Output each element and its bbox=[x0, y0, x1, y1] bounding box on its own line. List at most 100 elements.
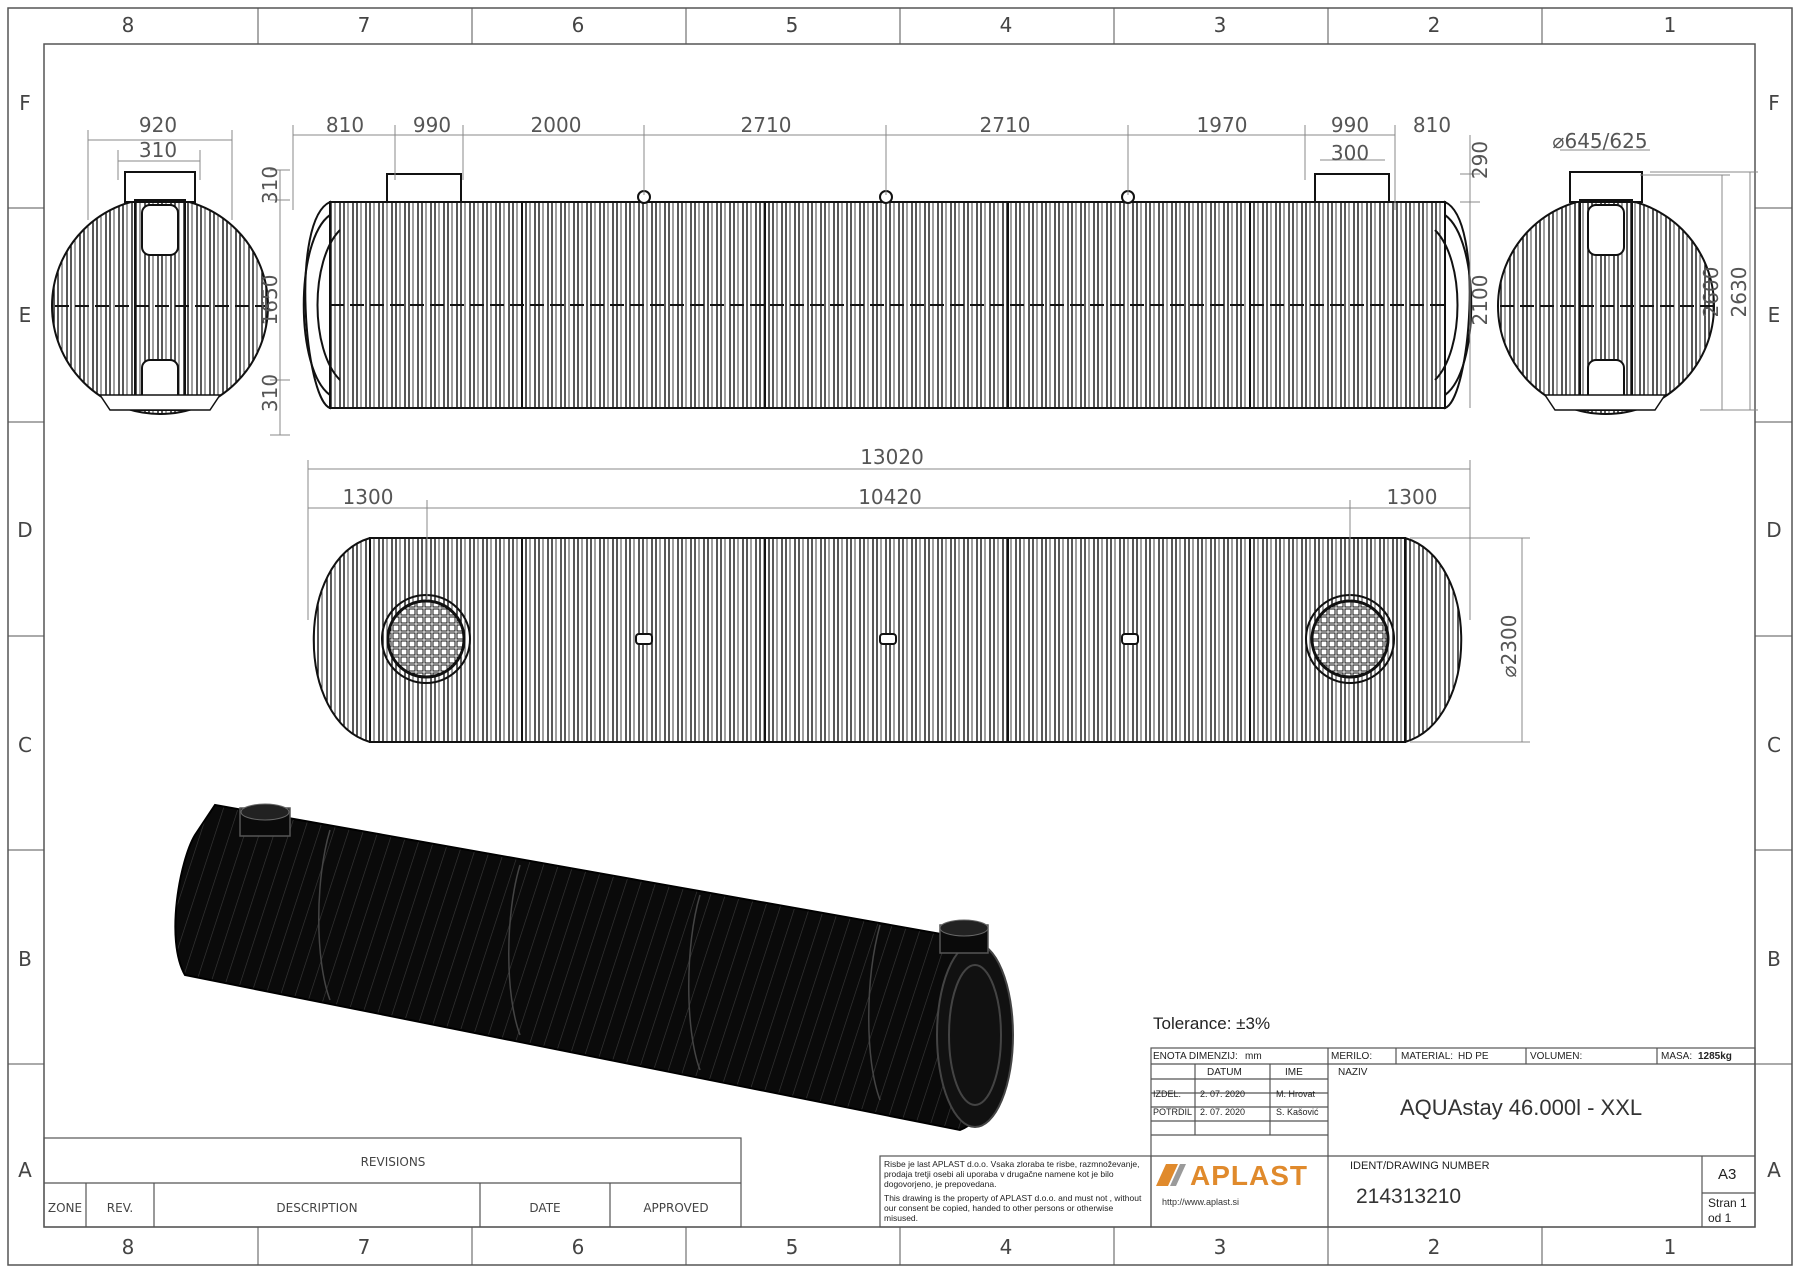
top-view bbox=[312, 537, 1463, 743]
drawing-number: 214313210 bbox=[1356, 1185, 1462, 1208]
material-value: HD PE bbox=[1458, 1051, 1489, 1062]
dim-end-top: 310 bbox=[258, 166, 282, 204]
rev-header-rev: REV. bbox=[107, 1201, 133, 1215]
dim-top-diameter: ⌀2300 bbox=[1497, 615, 1521, 678]
svg-text:APLAST: APLAST bbox=[1190, 1160, 1308, 1191]
zone-labels: 8 7 6 5 4 3 2 1 8 7 6 5 4 3 2 1 F E D C … bbox=[17, 13, 1781, 1259]
drawing-title: AQUAstay 46.000l - XXL bbox=[1400, 1095, 1643, 1120]
dim-top-right: 1300 bbox=[1387, 485, 1438, 509]
col-label-top: 7 bbox=[358, 13, 371, 37]
col-label-top: 2 bbox=[1428, 13, 1441, 37]
dim-top-middle: 10420 bbox=[858, 485, 922, 509]
dim-end-height-outer: 2630 bbox=[1727, 267, 1751, 318]
dim-side-3: 2710 bbox=[741, 113, 792, 137]
aplast-logo: APLAST bbox=[1152, 1158, 1327, 1192]
dim-end-bottom: 310 bbox=[258, 374, 282, 412]
col-label-top: 6 bbox=[572, 13, 585, 37]
col-label-top: 4 bbox=[1000, 13, 1013, 37]
row-label-left: F bbox=[19, 91, 31, 115]
dim-end-diameter: ⌀645/625 bbox=[1552, 129, 1647, 153]
col-label-bottom: 3 bbox=[1214, 1235, 1227, 1259]
dim-side-riser: 290 bbox=[1468, 141, 1492, 179]
row-label-right: F bbox=[1768, 91, 1780, 115]
side-view bbox=[302, 173, 1473, 410]
dim-top-total: 13020 bbox=[860, 445, 924, 469]
mass-label: MASA: bbox=[1661, 1051, 1693, 1062]
row-label-left: E bbox=[19, 303, 32, 327]
dim-end-middle: 1650 bbox=[258, 275, 282, 326]
row-label-right: A bbox=[1767, 1158, 1781, 1182]
col-label-bottom: 1 bbox=[1664, 1235, 1677, 1259]
dim-end-height-inner: 2600 bbox=[1699, 267, 1723, 318]
dim-side-height: 2100 bbox=[1468, 275, 1492, 326]
top-view-dimensions bbox=[307, 460, 1530, 743]
col-label-bottom: 6 bbox=[572, 1235, 585, 1259]
dim-side-0: 810 bbox=[326, 113, 364, 137]
rev-header-date: DATE bbox=[529, 1201, 560, 1215]
scale-label: MERILO: bbox=[1331, 1051, 1373, 1062]
row-label-left: D bbox=[17, 518, 32, 542]
website-link[interactable]: http://www.aplast.si bbox=[1162, 1197, 1240, 1207]
row-label-right: D bbox=[1766, 518, 1781, 542]
rev-header-zone: ZONE bbox=[48, 1201, 82, 1215]
aplast-logo-mark: APLAST bbox=[1156, 1160, 1308, 1191]
rev-header-description: DESCRIPTION bbox=[276, 1201, 357, 1215]
isometric-view bbox=[174, 803, 1014, 1132]
dim-side-2: 2000 bbox=[531, 113, 582, 137]
unit-label: ENOTA DIMENZIJ: bbox=[1153, 1051, 1238, 1062]
dim-side-6: 990 bbox=[1331, 113, 1369, 137]
dim-side-4: 2710 bbox=[980, 113, 1031, 137]
drawn-date: 2. 07. 2020 bbox=[1200, 1089, 1246, 1099]
title-header: NAZIV bbox=[1338, 1067, 1368, 1078]
row-label-right: E bbox=[1768, 303, 1781, 327]
col-label-bottom: 2 bbox=[1428, 1235, 1441, 1259]
volume-label: VOLUMEN: bbox=[1530, 1051, 1583, 1062]
sheet-of: od 1 bbox=[1708, 1211, 1732, 1225]
col-label-bottom: 4 bbox=[1000, 1235, 1013, 1259]
dim-top-left: 1300 bbox=[343, 485, 394, 509]
mass-value: 1285kg bbox=[1698, 1051, 1732, 1062]
col-label-top: 1 bbox=[1664, 13, 1677, 37]
name-header: IME bbox=[1285, 1067, 1303, 1078]
date-header: DATUM bbox=[1207, 1067, 1242, 1078]
dim-side-opening: 300 bbox=[1331, 141, 1369, 165]
col-label-bottom: 8 bbox=[122, 1235, 135, 1259]
side-view-dimensions bbox=[292, 125, 1480, 408]
row-label-left: B bbox=[18, 947, 32, 971]
sheet-format: A3 bbox=[1718, 1166, 1737, 1183]
dim-side-1: 990 bbox=[413, 113, 451, 137]
ident-label: IDENT/DRAWING NUMBER bbox=[1350, 1160, 1490, 1172]
tolerance-label: Tolerance: ±3% bbox=[1153, 1014, 1271, 1033]
sheet-page: Stran 1 bbox=[1708, 1196, 1747, 1210]
end-view-left-dimensions bbox=[87, 130, 290, 436]
title-block-lines bbox=[879, 1047, 1756, 1228]
drawn-label: IZDEL. bbox=[1153, 1089, 1182, 1099]
drawn-name: M. Hrovat bbox=[1276, 1089, 1316, 1099]
dim-end-opening: 310 bbox=[139, 138, 177, 162]
revisions-title: REVISIONS bbox=[361, 1155, 426, 1169]
row-label-right: B bbox=[1767, 947, 1781, 971]
approved-name: S. Kašović bbox=[1276, 1107, 1319, 1117]
dim-side-7: 810 bbox=[1413, 113, 1451, 137]
rev-header-approved: APPROVED bbox=[643, 1201, 708, 1215]
ownership-notice-en: This drawing is the property of APLAST d… bbox=[884, 1193, 1142, 1223]
revisions-table bbox=[43, 1137, 742, 1228]
end-view-left bbox=[51, 171, 269, 415]
approved-date: 2. 07. 2020 bbox=[1200, 1107, 1246, 1117]
col-label-top: 8 bbox=[122, 13, 135, 37]
end-view-right-dimensions bbox=[1560, 149, 1758, 411]
col-label-bottom: 5 bbox=[786, 1235, 799, 1259]
row-label-right: C bbox=[1767, 733, 1781, 757]
row-label-left: A bbox=[18, 1158, 32, 1182]
dim-side-5: 1970 bbox=[1197, 113, 1248, 137]
end-view-right bbox=[1497, 171, 1715, 415]
unit-value: mm bbox=[1245, 1051, 1262, 1062]
material-label: MATERIAL: bbox=[1401, 1051, 1454, 1062]
dim-end-width: 920 bbox=[139, 113, 177, 137]
ownership-notice-si: Risbe je last APLAST d.o.o. Vsaka zlorab… bbox=[884, 1159, 1140, 1189]
col-label-top: 3 bbox=[1214, 13, 1227, 37]
row-label-left: C bbox=[18, 733, 32, 757]
col-label-bottom: 7 bbox=[358, 1235, 371, 1259]
col-label-top: 5 bbox=[786, 13, 799, 37]
